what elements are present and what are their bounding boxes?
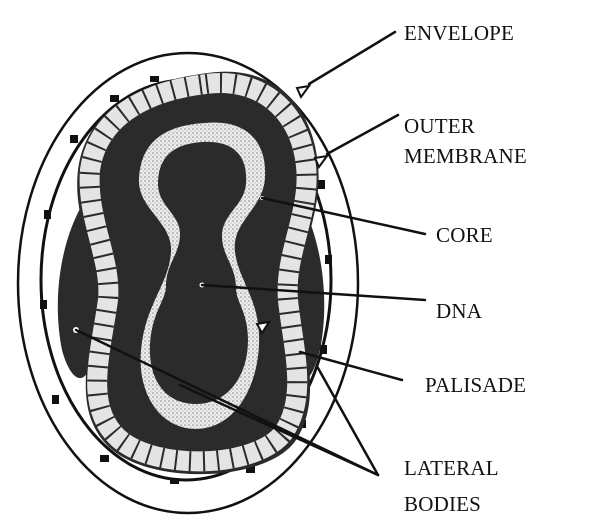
label-lateral: LATERAL — [404, 456, 499, 480]
label-core: CORE — [436, 223, 493, 247]
label-envelope: ENVELOPE — [404, 21, 514, 45]
label-bodies: BODIES — [404, 492, 481, 516]
label-dna: DNA — [436, 299, 483, 323]
label-outer: OUTER — [404, 114, 475, 138]
label-membrane: MEMBRANE — [404, 144, 527, 168]
label-palisade: PALISADE — [425, 373, 526, 397]
